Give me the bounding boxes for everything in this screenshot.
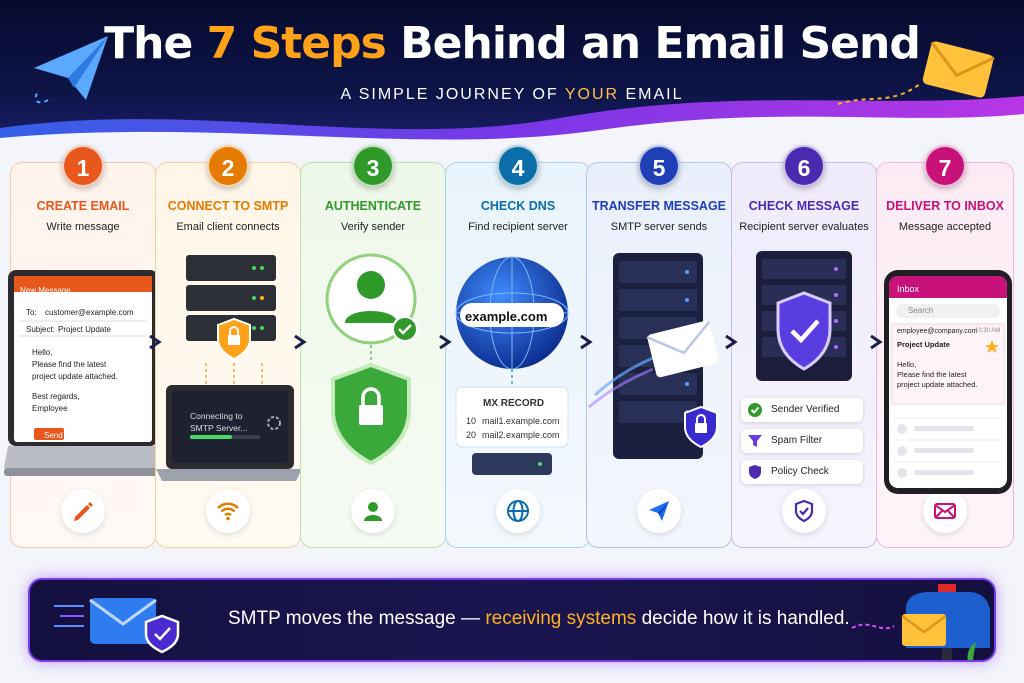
- arrow-right-icon: [580, 334, 593, 350]
- send-button[interactable]: Send: [44, 431, 63, 440]
- step-number-badge: 5: [638, 145, 680, 187]
- filter-icon: [748, 435, 762, 447]
- inbox-search-input[interactable]: Search: [908, 306, 934, 315]
- compose-body-line: Hello,: [32, 348, 53, 357]
- step-title: AUTHENTICATE: [324, 199, 422, 213]
- check-label: Spam Filter: [771, 435, 823, 446]
- summary-banner: SMTP moves the message — receiving syste…: [28, 578, 996, 662]
- compose-signature-line: Employee: [32, 404, 68, 413]
- page-subtitle: A SIMPLE JOURNEY OF YOUR EMAIL: [340, 86, 684, 103]
- step-card-4: 4 CHECK DNS Find recipient server: [445, 145, 591, 548]
- check-sender-verified: Sender Verified: [741, 398, 863, 422]
- mx-record-host: mail1.example.com: [482, 416, 560, 426]
- step-subtitle: Write message: [46, 221, 120, 233]
- step-subtitle: Find recipient server: [468, 221, 568, 233]
- compose-to-field[interactable]: customer@example.com: [45, 308, 134, 317]
- recipient-server-illustration: [756, 251, 852, 381]
- dns-domain-label: example.com: [465, 309, 548, 324]
- shield-check-icon: [782, 489, 826, 533]
- connecting-text: Connecting to: [190, 411, 243, 421]
- step-number-badge: 7: [924, 145, 966, 187]
- transfer-server-illustration: [588, 253, 719, 459]
- step-subtitle: Recipient server evaluates: [739, 221, 869, 233]
- step-number-badge: 3: [352, 145, 394, 187]
- inbox-email-time: 10:30 AM: [975, 328, 1001, 334]
- step-title: CHECK MESSAGE: [748, 199, 860, 213]
- header-wave-decoration: [0, 96, 1024, 150]
- summary-text: SMTP moves the message — receiving syste…: [228, 608, 850, 629]
- compose-body-line: project update attached.: [32, 372, 118, 381]
- step-card-3: 3 AUTHENTICATE Verify sender: [300, 145, 446, 548]
- pencil-icon: [61, 489, 105, 533]
- arrow-right-icon: [725, 334, 738, 350]
- compose-subject-field[interactable]: Project Update: [58, 325, 111, 334]
- header: The 7 Steps Behind an Email Send A SIMPL…: [0, 0, 1024, 150]
- mx-record-host: mail2.example.com: [482, 430, 560, 440]
- mx-record-priority: 10: [466, 416, 477, 426]
- page-title: The 7 Steps Behind an Email Send: [104, 18, 921, 69]
- step-card-5: 5 TRANSFER MESSAGE SMTP server sends: [586, 145, 732, 548]
- globe-icon: [496, 489, 540, 533]
- inbox-email-body: project update attached.: [897, 380, 978, 389]
- step-card-6: 6 CHECK MESSAGE Recipient server evaluat…: [731, 145, 877, 548]
- step-number-badge: 6: [783, 145, 825, 187]
- paper-plane-icon: [34, 36, 108, 104]
- step-title: CONNECT TO SMTP: [167, 199, 289, 213]
- step-subtitle: Email client connects: [176, 221, 280, 233]
- step-number-badge: 4: [497, 145, 539, 187]
- inbox-email-subject: Project Update: [897, 340, 950, 349]
- wifi-icon: [206, 489, 250, 533]
- arrow-right-icon: [439, 334, 452, 350]
- compose-body-line: Please find the latest: [32, 360, 107, 369]
- connecting-text: SMTP Server...: [190, 423, 248, 433]
- check-policy-check: Policy Check: [741, 460, 863, 484]
- step-subtitle: Verify sender: [340, 221, 406, 233]
- shield-icon: [749, 465, 761, 479]
- inbox-email-body: Please find the latest: [897, 370, 967, 379]
- compose-to-label: To:: [26, 308, 37, 317]
- mailbox-icon: [851, 584, 990, 660]
- compose-window-title: New Message: [20, 286, 71, 295]
- step-card-2: 2 CONNECT TO SMTP Email client connects: [155, 145, 302, 548]
- step-subtitle: Message accepted: [898, 221, 992, 233]
- arrow-right-icon: [870, 334, 883, 350]
- arrow-right-icon: [294, 334, 307, 350]
- check-label: Sender Verified: [771, 404, 840, 415]
- check-label: Policy Check: [771, 466, 829, 477]
- step-title: DELIVER TO INBOX: [886, 199, 1004, 213]
- inbox-email-from[interactable]: employee@company.com: [897, 328, 978, 335]
- step-title: CHECK DNS: [480, 199, 556, 213]
- inbox-title: Inbox: [897, 284, 920, 294]
- paper-plane-icon: [637, 489, 681, 533]
- arrow-right-icon: [149, 334, 162, 350]
- envelope-icon: [837, 41, 995, 105]
- smtp-server-illustration: [156, 255, 302, 481]
- secure-envelope-icon: [54, 598, 180, 654]
- check-spam-filter: Spam Filter: [741, 429, 863, 453]
- laptop-illustration: [4, 270, 168, 476]
- step-title: TRANSFER MESSAGE: [591, 199, 727, 213]
- mx-record-priority: 20: [466, 430, 477, 440]
- mail-icon: [923, 489, 967, 533]
- phone-illustration: [884, 270, 1012, 494]
- compose-subject-label: Subject:: [26, 325, 55, 334]
- authentication-illustration: [325, 253, 418, 466]
- step-title: CREATE EMAIL: [36, 199, 130, 213]
- step-subtitle: SMTP server sends: [610, 221, 708, 233]
- check-circle-icon: [748, 403, 762, 417]
- step-number-badge: 2: [207, 145, 249, 187]
- compose-signature-line: Best regards,: [32, 392, 80, 401]
- inbox-email-body: Hello,: [897, 360, 917, 369]
- mx-record-title: MX RECORD: [483, 398, 545, 409]
- dns-globe-illustration: [455, 256, 569, 475]
- user-icon: [351, 489, 395, 533]
- step-number-badge: 1: [62, 145, 104, 187]
